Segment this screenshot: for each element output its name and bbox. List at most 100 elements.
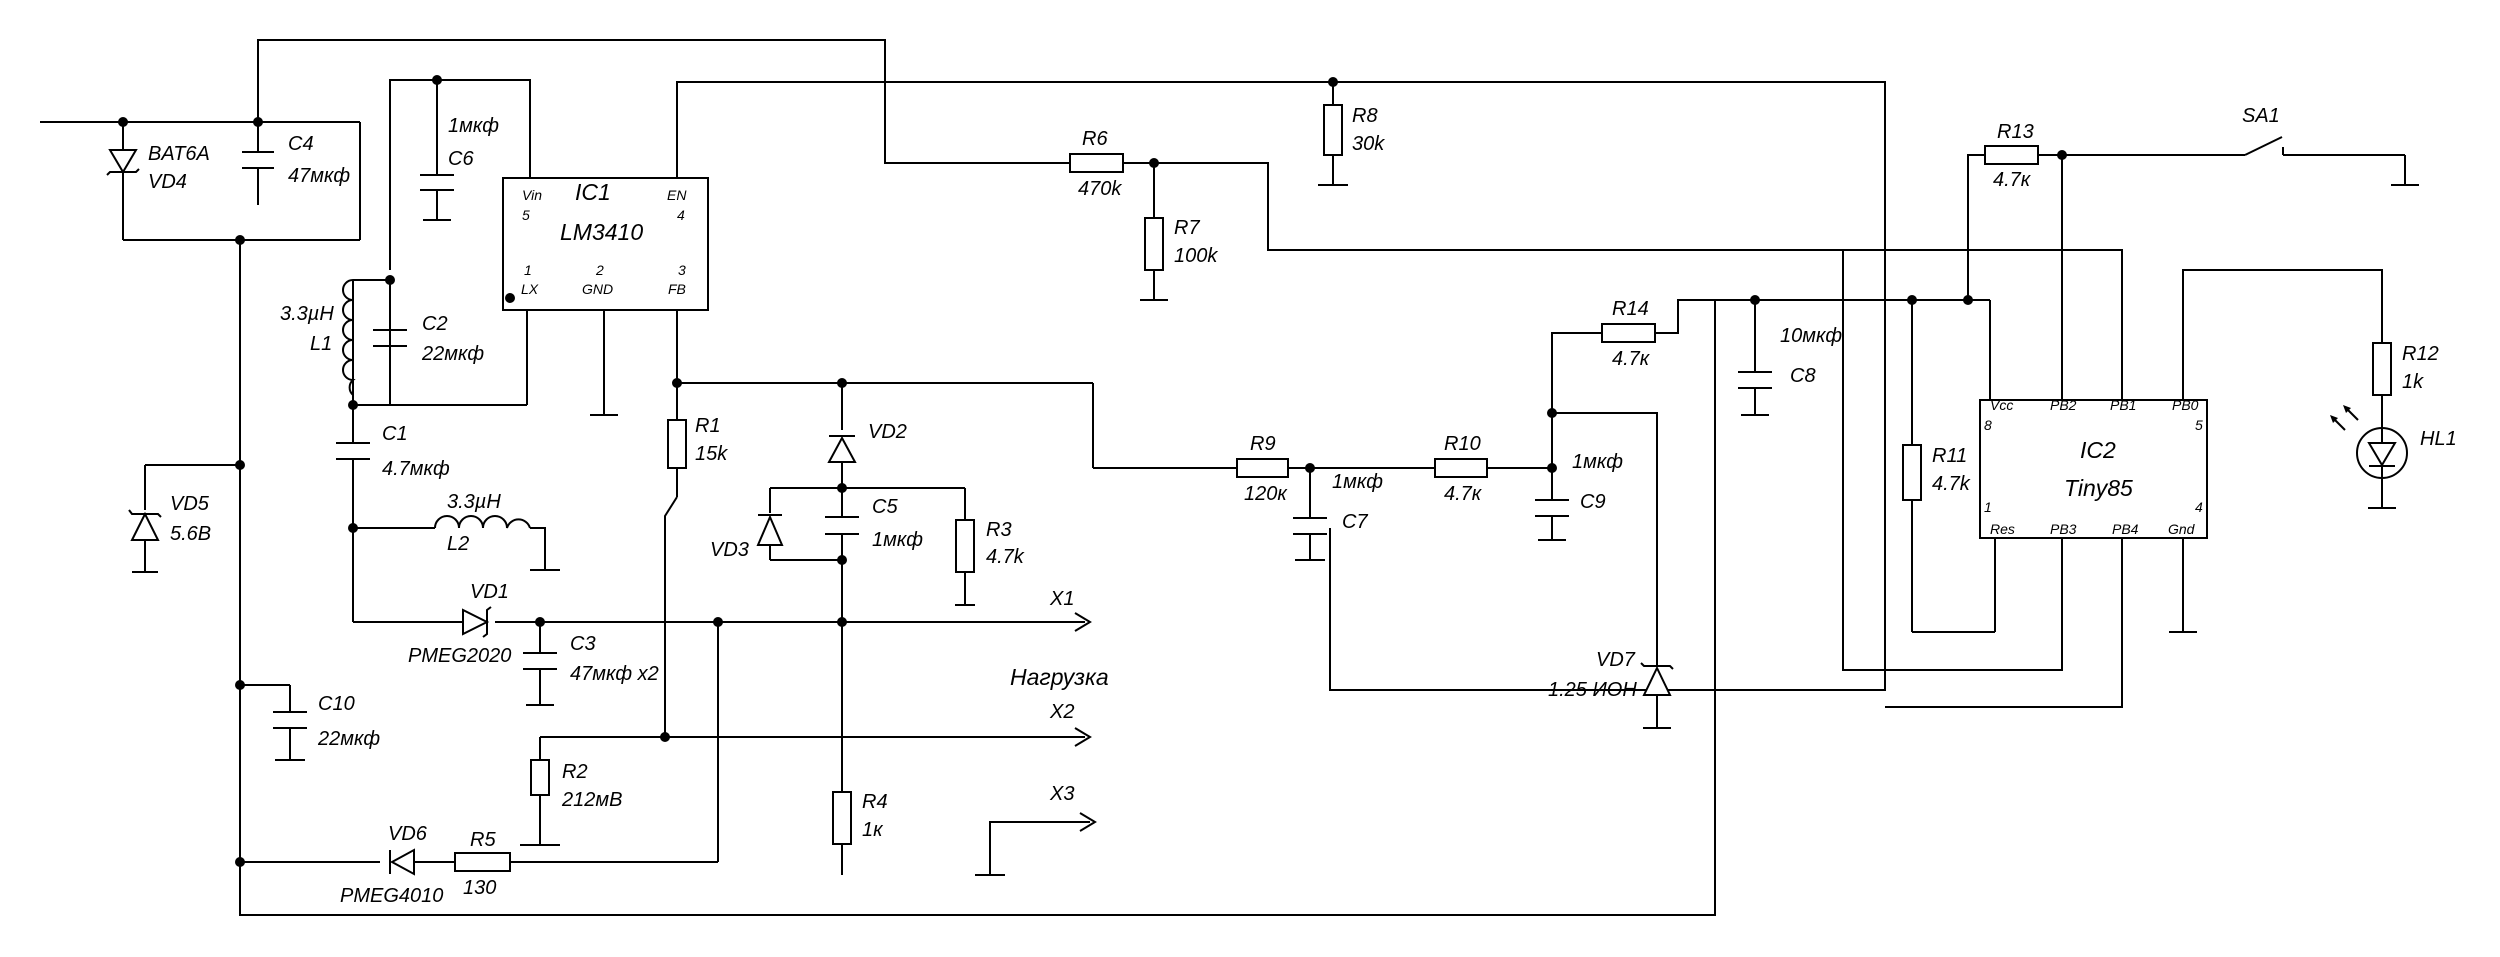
junctions xyxy=(118,75,2067,867)
vd5-value: 5.6B xyxy=(170,523,211,545)
ic1-ref: IC1 xyxy=(575,179,611,205)
ic2-pin-pb4: PB4 xyxy=(2112,521,2139,537)
c3-value: 47мкф x2 xyxy=(570,663,659,685)
r4-value: 1к xyxy=(862,819,884,841)
r8-ref: R8 xyxy=(1352,105,1378,127)
c9-capacitor xyxy=(1535,499,1569,517)
c9-value: 1мкф xyxy=(1572,451,1623,473)
r1-value: 15k xyxy=(695,443,728,465)
r3-resistor xyxy=(955,519,975,573)
output-x1-label: X1 xyxy=(1049,588,1074,610)
ic1-pin-fb-num: 3 xyxy=(678,262,686,278)
c7-value: 1мкф xyxy=(1332,471,1383,493)
r6-ref: R6 xyxy=(1082,128,1108,150)
c4-value: 47мкф xyxy=(288,165,350,187)
c5-capacitor xyxy=(825,516,859,535)
c2-value: 22мкф xyxy=(421,343,484,365)
c1-value: 4.7мкф xyxy=(382,458,450,480)
labels: IC1 LM3410 Vin 5 EN 4 1 LX 2 GND 3 FB IC… xyxy=(148,105,2457,907)
ic2-pin-res-num: 1 xyxy=(1984,499,1992,515)
c1-ref: C1 xyxy=(382,423,408,445)
r13-value: 4.7к xyxy=(1993,169,2032,191)
c6-capacitor xyxy=(420,174,454,221)
vd5-ref: VD5 xyxy=(170,493,210,515)
ic2-ref: IC2 xyxy=(2080,437,2116,463)
r12-ref: R12 xyxy=(2402,343,2439,365)
r12-value: 1k xyxy=(2402,371,2424,393)
vd3-diode xyxy=(756,514,784,546)
c4-ref: C4 xyxy=(288,133,314,155)
ic1-pin-lx: LX xyxy=(521,281,539,297)
c3-capacitor xyxy=(523,652,557,706)
ic2-part: Tiny85 xyxy=(2064,475,2133,501)
vd7-ref: VD7 xyxy=(1596,649,1636,671)
ic2-pin-pb2: PB2 xyxy=(2050,397,2077,413)
vd4-value: BAT6A xyxy=(148,143,210,165)
c3-ref: C3 xyxy=(570,633,596,655)
ic1-part: LM3410 xyxy=(560,219,643,245)
c9-ref: C9 xyxy=(1580,491,1606,513)
vd6-diode xyxy=(389,848,415,876)
c4-capacitor xyxy=(242,151,274,169)
vd3-ref: VD3 xyxy=(710,539,749,561)
vd5-zener-diode xyxy=(128,509,162,541)
r1-ref: R1 xyxy=(695,415,721,437)
ic2-pin-gnd-num: 4 xyxy=(2195,499,2203,515)
l1-value: 3.3µH xyxy=(280,303,334,325)
c7-ref: C7 xyxy=(1342,511,1368,533)
vd1-ref: VD1 xyxy=(470,581,509,603)
r13-ref: R13 xyxy=(1997,121,2034,143)
c1-capacitor xyxy=(336,442,370,460)
ic1-pin-lx-num: 1 xyxy=(524,262,532,278)
c2-capacitor xyxy=(373,329,407,347)
r13-resistor xyxy=(1984,145,2039,165)
r14-resistor xyxy=(1601,323,1656,343)
output-x2-label: X2 xyxy=(1049,701,1074,723)
load-label: Нагрузка xyxy=(1010,664,1109,690)
l1-ref: L1 xyxy=(310,333,332,355)
ic2-pin-pb1: PB1 xyxy=(2110,397,2136,413)
r9-resistor xyxy=(1236,458,1289,478)
c10-ref: C10 xyxy=(318,693,355,715)
r9-ref: R9 xyxy=(1250,433,1276,455)
r4-ref: R4 xyxy=(862,791,888,813)
r12-resistor xyxy=(2372,342,2392,396)
r8-value: 30k xyxy=(1352,133,1385,155)
r14-ref: R14 xyxy=(1612,298,1649,320)
c10-value: 22мкф xyxy=(317,728,380,750)
vd7-reference-diode xyxy=(1640,662,1674,696)
vd2-diode xyxy=(827,435,857,463)
r10-value: 4.7к xyxy=(1444,483,1483,505)
ic2-pin-res: Res xyxy=(1990,521,2015,537)
r3-value: 4.7k xyxy=(986,546,1025,568)
vd4-diode xyxy=(106,122,140,176)
vd1-value: PMEG2020 xyxy=(408,645,511,667)
r6-value: 470k xyxy=(1078,178,1122,200)
vd6-value: PMEG4010 xyxy=(340,885,443,907)
hl1-led xyxy=(2330,405,2408,479)
c5-ref: C5 xyxy=(872,496,898,518)
r5-value: 130 xyxy=(463,877,496,899)
vd1-diode xyxy=(462,606,492,638)
ic2-pin-pb3: PB3 xyxy=(2050,521,2077,537)
c8-capacitor xyxy=(1738,371,1772,389)
r7-resistor xyxy=(1144,217,1164,271)
ic2-pin-pb0: PB0 xyxy=(2172,397,2199,413)
c8-ref: C8 xyxy=(1790,365,1816,387)
r5-ref: R5 xyxy=(470,829,496,851)
l1-inductor xyxy=(342,279,356,396)
output-arrows xyxy=(1074,612,1097,832)
ic1-pin-fb: FB xyxy=(668,281,686,297)
l2-inductor xyxy=(434,515,531,529)
ic1-pin-vin-num: 5 xyxy=(522,207,530,223)
r8-resistor xyxy=(1323,104,1343,156)
sa1-ref: SA1 xyxy=(2242,105,2280,127)
r9-value: 120к xyxy=(1244,483,1288,505)
ic1-pin-en-num: 4 xyxy=(677,207,685,223)
ic1-pin-en: EN xyxy=(667,187,687,203)
r7-value: 100k xyxy=(1174,245,1218,267)
ic2-pin-vcc-num: 8 xyxy=(1984,417,1992,433)
c5-value: 1мкф xyxy=(872,529,923,551)
c6-value: 1мкф xyxy=(448,115,499,137)
